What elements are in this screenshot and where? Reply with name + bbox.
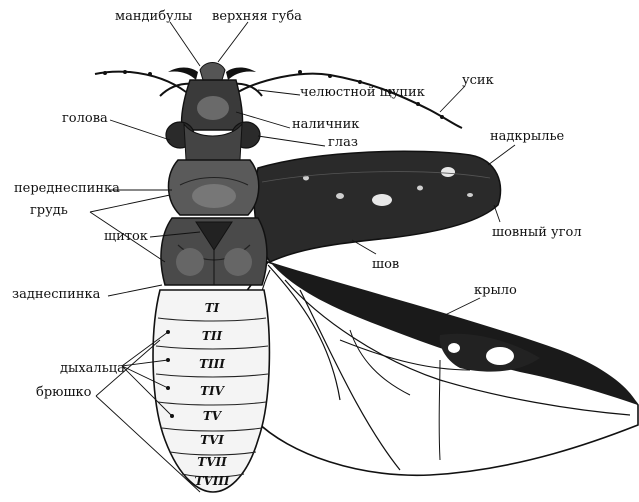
label-wing: крыло [474,283,517,298]
label-maxillary-palp: челюстной щупик [300,85,425,100]
thorax [161,218,267,285]
segment-label: TV [203,409,223,423]
label-pronotum: переднеспинка [14,181,120,196]
label-clypeus: наличник [292,117,359,132]
elytron [254,151,500,262]
label-antenna: усик [462,73,494,88]
label-elytron: надкрылье [490,129,565,144]
segment-label: TVIII [194,474,229,488]
label-sutural-angle: шовный угол [492,225,582,240]
label-maxillary-palp-text: челюстной щупик [300,85,425,100]
label-spiracles: дыхальца [60,361,125,376]
label-abdomen: брюшко [36,385,92,400]
pronotum [168,160,258,215]
segment-label: TIII [199,357,225,371]
segment-label: TVII [197,455,227,469]
label-scutellum: щиток [104,229,148,244]
segment-label: TI [205,301,220,315]
head [160,63,262,161]
label-suture: шов [372,257,399,272]
label-head: голова [62,111,108,126]
hind-wing [234,262,638,475]
label-eye: глаз [328,135,358,150]
segment-label: TII [202,329,223,343]
label-metanotum: заднеспинка [12,287,101,302]
label-thorax: грудь [30,203,68,218]
label-upper-lip: верхняя губа [212,9,302,24]
label-mandibles: мандибулы [115,9,192,24]
segment-label: TIV [200,384,226,398]
segment-label: TVI [200,433,224,447]
